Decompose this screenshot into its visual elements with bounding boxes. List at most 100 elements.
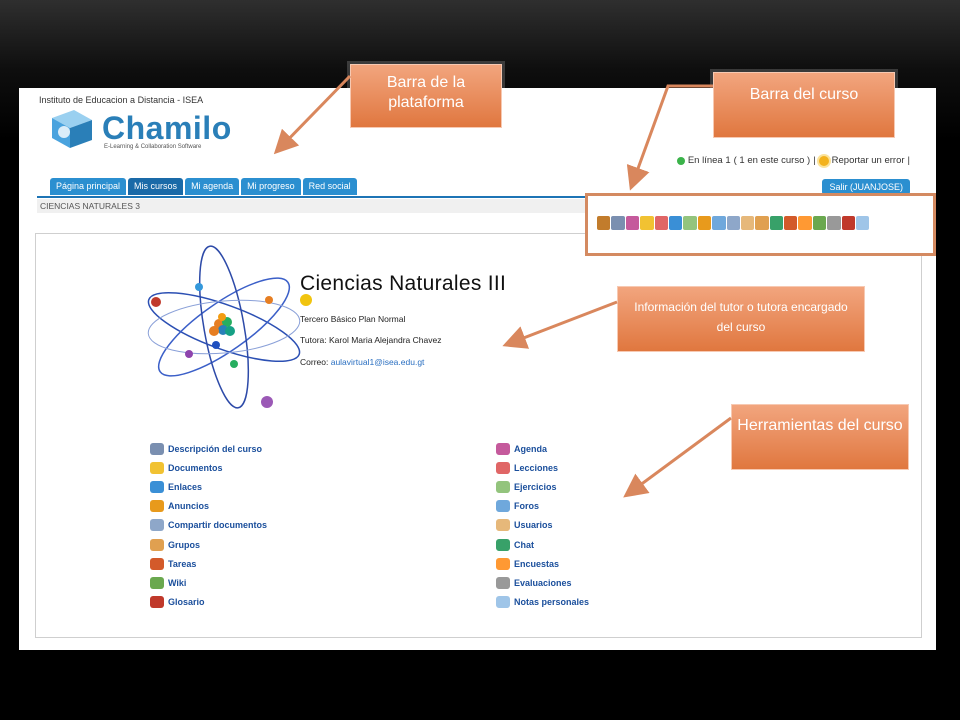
logo-tagline: E-Learning & Collaboration Software xyxy=(104,144,202,150)
tool-link[interactable]: Compartir documentos xyxy=(150,516,267,535)
exercises-icon[interactable] xyxy=(683,216,697,230)
forums-icon[interactable] xyxy=(712,216,726,230)
survey-icon xyxy=(496,557,510,570)
tool-link[interactable]: Glosario xyxy=(150,593,267,612)
exercises-icon xyxy=(496,480,510,493)
tool-label: Agenda xyxy=(514,443,548,454)
folder-icon[interactable] xyxy=(640,216,654,230)
callout-platform-bar: Barra de la plataforma xyxy=(350,64,502,128)
tool-label: Descripción del curso xyxy=(168,443,263,454)
gradebook-icon xyxy=(496,576,510,589)
tool-link[interactable]: Enlaces xyxy=(150,477,267,496)
chamilo-logo[interactable]: Chamilo E-Learning & Collaboration Softw… xyxy=(44,108,231,152)
tutor-email-link[interactable]: aulavirtual1@isea.edu.gt xyxy=(330,357,425,367)
main-navigation-tabs: Página principal Mis cursos Mi agenda Mi… xyxy=(50,178,357,195)
online-count[interactable]: En línea 1 xyxy=(687,155,731,166)
tool-label: Wiki xyxy=(168,577,187,588)
chat-icon[interactable] xyxy=(769,216,784,230)
lessons-icon xyxy=(496,461,510,474)
tab-my-progress[interactable]: Mi progreso xyxy=(241,178,301,195)
callout-course-bar: Barra del curso xyxy=(713,72,895,138)
calendar-icon xyxy=(496,442,510,455)
users-icon xyxy=(496,519,510,532)
tool-label: Grupos xyxy=(168,539,201,550)
tool-link[interactable]: Anuncios xyxy=(150,497,267,516)
assignment-pencil-icon xyxy=(150,557,164,570)
separator: | xyxy=(813,155,816,166)
calendar-icon[interactable] xyxy=(625,216,640,230)
course-level: Tercero Básico Plan Normal xyxy=(300,314,406,324)
survey-icon[interactable] xyxy=(798,216,812,230)
tool-label: Enlaces xyxy=(168,481,203,492)
tool-link[interactable]: Usuarios xyxy=(496,516,589,535)
links-globe-icon[interactable] xyxy=(668,216,683,230)
tab-home[interactable]: Página principal xyxy=(50,178,127,195)
groups-icon[interactable] xyxy=(755,216,769,230)
tool-link[interactable]: Evaluaciones xyxy=(496,573,589,592)
tool-label: Chat xyxy=(514,539,534,550)
announcement-bell-icon[interactable] xyxy=(697,216,712,230)
tool-label: Evaluaciones xyxy=(514,577,572,588)
wiki-pencils-icon xyxy=(150,576,164,589)
tool-label: Anuncios xyxy=(168,501,210,512)
tool-link[interactable]: Ejercicios xyxy=(496,477,589,496)
tool-link[interactable]: Documentos xyxy=(150,458,267,477)
tool-label: Lecciones xyxy=(514,462,559,473)
email-label: Correo: xyxy=(300,357,329,367)
tool-link[interactable]: Wiki xyxy=(150,573,267,592)
folder-icon xyxy=(150,461,164,474)
logo-wordmark: Chamilo xyxy=(102,110,232,146)
lessons-icon[interactable] xyxy=(654,216,668,230)
tool-link[interactable]: Encuestas xyxy=(496,554,589,573)
course-description-icon[interactable] xyxy=(611,216,625,230)
tool-label: Ejercicios xyxy=(514,481,557,492)
email-line: Correo: aulavirtual1@isea.edu.gt xyxy=(300,357,424,367)
share-envelope-icon xyxy=(150,519,164,532)
groups-icon xyxy=(150,538,164,551)
tab-my-agenda[interactable]: Mi agenda xyxy=(185,178,240,195)
tool-link[interactable]: Lecciones xyxy=(496,458,589,477)
glossary-icon[interactable] xyxy=(841,216,856,230)
tutor-line: Tutora: Karol Maria Alejandra Chavez xyxy=(300,335,441,345)
tool-label: Documentos xyxy=(168,462,223,473)
tab-my-courses[interactable]: Mis cursos xyxy=(128,178,184,195)
notes-icon[interactable] xyxy=(856,216,870,230)
tool-label: Notas personales xyxy=(514,597,590,608)
tool-label: Compartir documentos xyxy=(168,520,268,531)
home-icon[interactable] xyxy=(597,216,611,230)
course-description-icon xyxy=(150,442,164,455)
gradebook-icon[interactable] xyxy=(827,216,841,230)
chat-icon xyxy=(496,538,510,551)
notes-icon xyxy=(496,596,510,609)
assignment-pencil-icon[interactable] xyxy=(784,216,798,230)
breadcrumb[interactable]: CIENCIAS NATURALES 3 xyxy=(37,199,620,213)
share-envelope-icon[interactable] xyxy=(726,216,740,230)
tool-link[interactable]: Descripción del curso xyxy=(150,439,267,458)
tool-link[interactable]: Tareas xyxy=(150,554,267,573)
callout-tutor-info: Información del tutor o tutora encargado… xyxy=(617,286,865,352)
report-error-link[interactable]: Reportar un error xyxy=(831,155,905,166)
course-title: Ciencias Naturales III xyxy=(300,272,507,295)
course-toolbar xyxy=(597,216,870,230)
announcement-bell-icon xyxy=(150,500,164,513)
online-dot-icon xyxy=(676,156,685,165)
tool-label: Tareas xyxy=(168,558,197,569)
users-icon[interactable] xyxy=(740,216,755,230)
forums-icon xyxy=(496,500,510,513)
callout-course-tools: Herramientas del curso xyxy=(731,404,909,470)
tool-link[interactable]: Foros xyxy=(496,497,589,516)
tool-link[interactable]: Chat xyxy=(496,535,589,554)
tool-link[interactable]: Grupos xyxy=(150,535,267,554)
tool-link[interactable]: Agenda xyxy=(496,439,589,458)
tool-label: Glosario xyxy=(168,597,205,608)
wiki-pencils-icon[interactable] xyxy=(812,216,827,230)
nav-divider xyxy=(37,196,932,198)
report-error-icon xyxy=(818,155,829,166)
status-bar: En línea 1 ( 1 en este curso ) | Reporta… xyxy=(676,155,910,166)
tab-social-network[interactable]: Red social xyxy=(302,178,357,195)
tool-link[interactable]: Notas personales xyxy=(496,593,589,612)
online-detail[interactable]: ( 1 en este curso ) xyxy=(733,155,811,166)
logout-button[interactable]: Salir (JUANJOSE) xyxy=(822,179,910,195)
atom-illustration xyxy=(147,245,312,409)
